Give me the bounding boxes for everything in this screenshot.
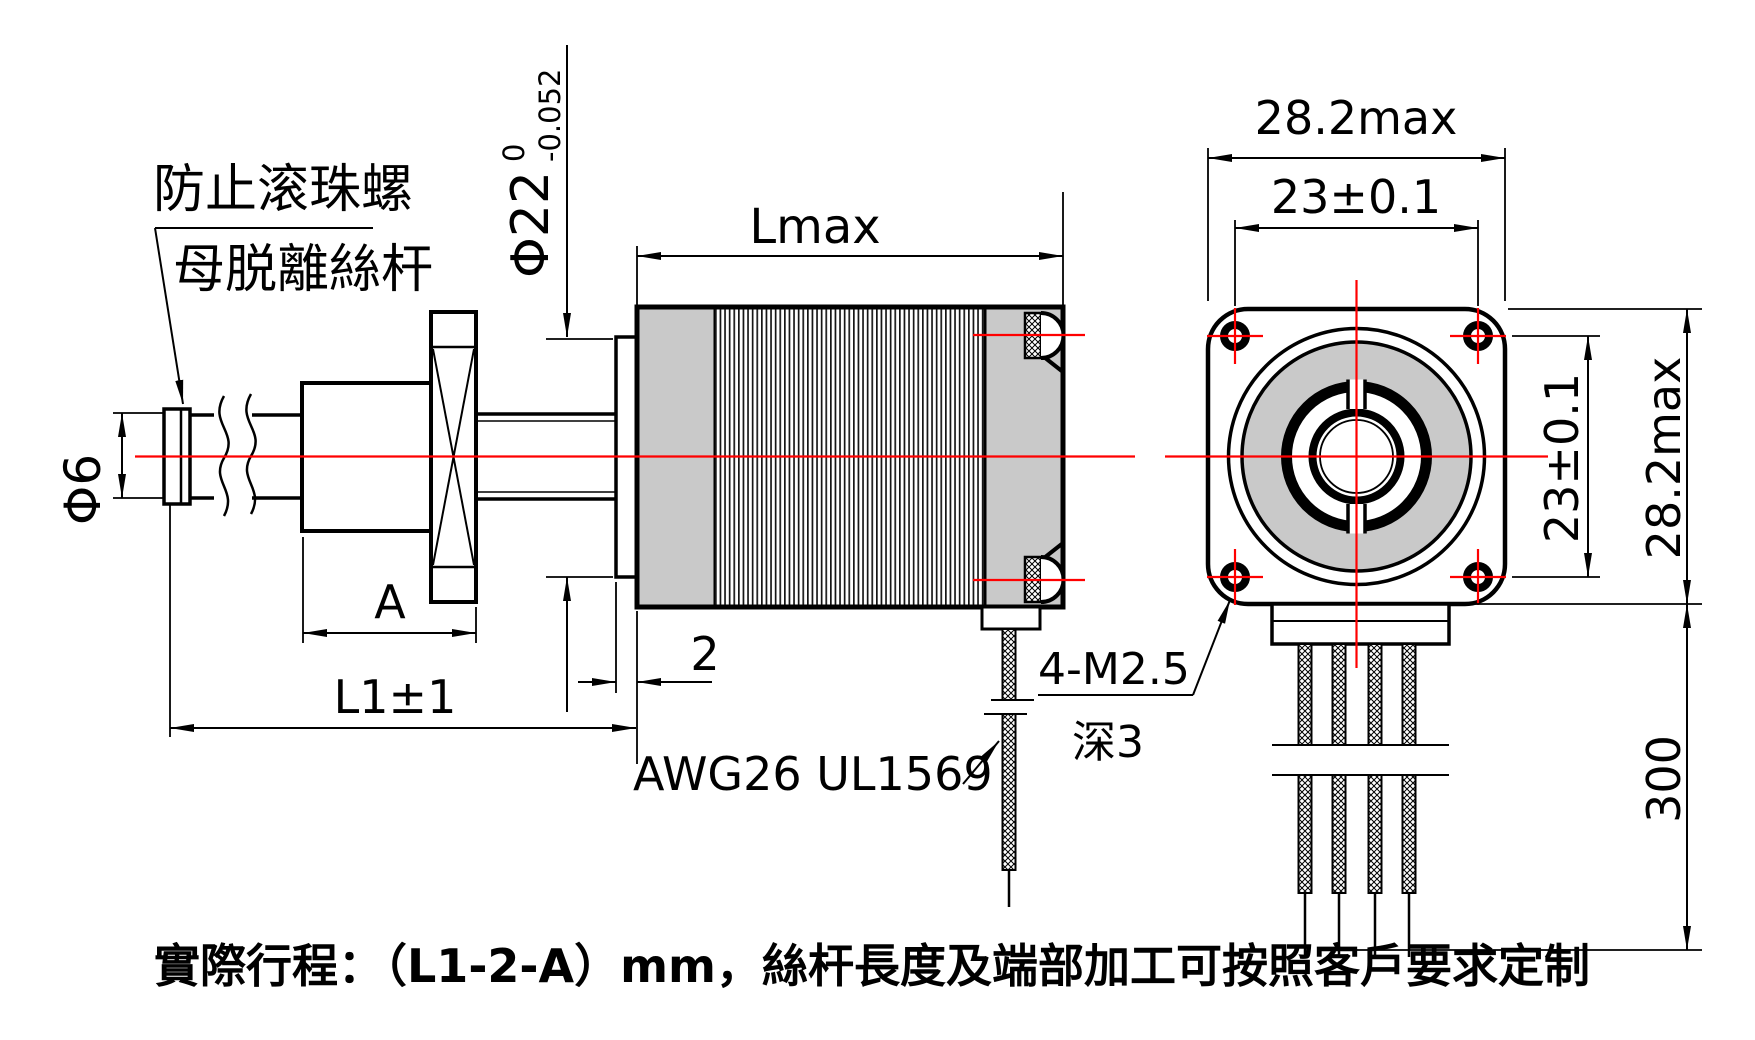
dim-body-length-label: Lmax	[749, 199, 880, 255]
wire-spec-label: AWG26 UL1569	[633, 747, 993, 801]
wire-exit-block-side	[980, 605, 1042, 631]
dim-lead-length-label: 300	[1637, 735, 1691, 823]
lead-wires-front	[1272, 643, 1449, 957]
dim-pilot-tol-upper: 0	[497, 144, 531, 162]
hole-depth-label: 深3	[1072, 717, 1144, 768]
threaded-shaft	[476, 412, 616, 501]
dim-pilot-diameter: Φ22 0 -0.052	[497, 69, 567, 279]
dim-height-max-label: 28.2max	[1637, 357, 1691, 560]
dim-screw-diameter-label: Φ6	[54, 454, 112, 525]
centerlines	[135, 280, 1548, 668]
dim-width-max-label: 28.2max	[1255, 91, 1458, 145]
dim-hole-spacing-v-label: 23±0.1	[1535, 373, 1589, 543]
dim-hole-spacing-h-label: 23±0.1	[1271, 170, 1441, 224]
note-line2: 母脱離絲杆	[173, 240, 433, 300]
dim-total-length-label: L1±1	[334, 670, 457, 724]
leader-lines	[154, 227, 1231, 785]
dimension-lines	[118, 45, 1691, 950]
dim-pilot-protrusion-label: 2	[690, 627, 719, 681]
footer-note: 實際行程：（L1-2-A）mm，絲杆長度及端部加工可按照客戶要求定制	[154, 939, 1590, 993]
dim-pilot-diameter-label: Φ22	[501, 171, 561, 278]
mounting-holes-label: 4-M2.5	[1038, 644, 1190, 695]
wire-exit-block-front	[1270, 602, 1451, 646]
break-symbol	[218, 395, 230, 517]
extension-lines	[113, 148, 1702, 951]
annotations: 防止滚珠螺 母脱離絲杆 Φ6 Φ22 0 -0.052 Lmax A L1±1 …	[54, 69, 1691, 994]
lead-wire-side	[984, 628, 1034, 907]
note-line1: 防止滚珠螺	[153, 160, 413, 220]
dim-pilot-tol-lower: -0.052	[533, 69, 567, 163]
dim-nut-length-label: A	[374, 575, 406, 629]
